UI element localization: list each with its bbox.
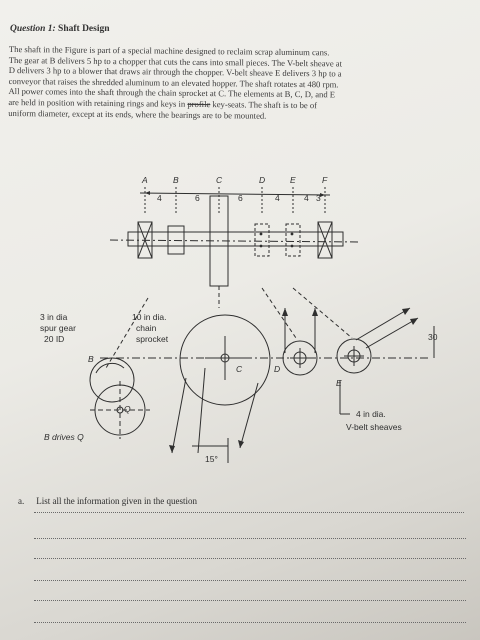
gear-label-line: spur gear <box>40 323 76 333</box>
question-heading: Question 1: Shaft Design <box>10 24 110 34</box>
point-e-end-label: E <box>336 378 342 388</box>
projection-line <box>261 287 297 339</box>
projection-line <box>292 287 353 339</box>
question-number: Question 1: <box>10 24 56 34</box>
question-title: Shaft Design <box>58 24 110 34</box>
shaft-figure: A B C D E F 4 6 6 4 4 3 <box>40 175 438 464</box>
angle-15-label: 15° <box>205 454 218 464</box>
sheave-e-bolt <box>290 232 294 236</box>
spur-gear-b <box>89 357 135 403</box>
dimension-line <box>139 192 331 196</box>
answer-line[interactable] <box>34 558 466 559</box>
answer-line[interactable] <box>34 538 466 539</box>
sprocket-label-line: chain <box>136 323 157 333</box>
answer-line[interactable] <box>34 580 466 581</box>
point-a-label: A <box>141 175 148 185</box>
answer-line[interactable] <box>34 622 466 623</box>
struck-word: profile <box>187 98 211 110</box>
task-text: List all the information given in the qu… <box>36 496 197 506</box>
answer-line[interactable] <box>34 600 466 601</box>
dimension-arrow <box>320 193 325 197</box>
point-d-end-label: D <box>274 364 280 374</box>
belt-arrow <box>410 318 418 325</box>
angle-30-label: 30 <box>428 332 438 342</box>
point-e-label: E <box>290 175 296 185</box>
task-letter: a. <box>18 496 25 506</box>
bearing-f-cross <box>317 221 333 259</box>
sheave-e-body <box>285 223 301 257</box>
dimension-arrow <box>145 191 150 195</box>
task-a: a. List all the information given in the… <box>18 496 197 506</box>
bearing-f <box>317 221 333 259</box>
gear-b-hub <box>167 225 185 255</box>
point-b-label: B <box>173 175 179 185</box>
dimension-value: 3 <box>316 193 321 203</box>
sheave-d-bolt <box>259 244 263 248</box>
point-c-label: C <box>216 175 223 185</box>
dimension-value: 4 <box>304 193 309 203</box>
dimension-value: 4 <box>157 193 162 203</box>
sheave-e-bolt <box>290 244 294 248</box>
gear-label-line: 3 in dia <box>40 312 68 322</box>
chain-arrow <box>169 445 175 453</box>
gear-label-line: 20 ID <box>44 334 64 344</box>
v-belt-sheave-e <box>336 338 372 374</box>
sheave-e-belt <box>365 317 419 349</box>
chain-strand <box>239 382 259 449</box>
belt-arrow <box>312 308 318 316</box>
sheave-d-bolt <box>259 232 263 236</box>
belt-arrow <box>282 308 288 316</box>
answer-line[interactable] <box>34 512 464 513</box>
belt-arrow <box>402 308 410 315</box>
chain-strand <box>171 377 187 454</box>
point-c-end-label: C <box>236 364 243 374</box>
sheave-e-belt <box>355 307 411 341</box>
gear-q-center <box>116 406 124 414</box>
v-belt-sheave-d <box>282 340 318 376</box>
dimension-value: 4 <box>275 193 280 203</box>
point-b-end-label: B <box>88 354 94 364</box>
problem-line-end: key-seats. The shaft is to be of <box>210 99 318 111</box>
sprocket-label-line: sprocket <box>136 334 169 344</box>
bearing-a-cross <box>137 221 153 259</box>
gear-q-label: Q <box>124 404 131 414</box>
sheave-type-label: V-belt sheaves <box>346 422 402 432</box>
shaft-centerline <box>109 239 361 243</box>
point-f-label: F <box>322 175 328 185</box>
shaft <box>127 231 344 247</box>
dimension-value: 6 <box>195 193 200 203</box>
sprocket-label-line: 10 in dia. <box>132 312 167 322</box>
sheave-size-label: 4 in dia. <box>356 409 386 419</box>
bearing-a <box>137 221 153 259</box>
problem-line-start: are held in position with retaining ring… <box>8 96 188 109</box>
chain-strand <box>197 367 206 454</box>
b-drives-q-label: B drives Q <box>44 432 84 442</box>
chain-sprocket-c <box>179 314 271 406</box>
point-d-label: D <box>259 175 265 185</box>
dimension-value: 6 <box>238 193 243 203</box>
problem-statement: The shaft in the Figure is part of a spe… <box>8 44 467 123</box>
rotation-arrow-b <box>95 362 125 374</box>
chain-arrow <box>238 440 244 448</box>
sheave-d-body <box>254 223 270 257</box>
